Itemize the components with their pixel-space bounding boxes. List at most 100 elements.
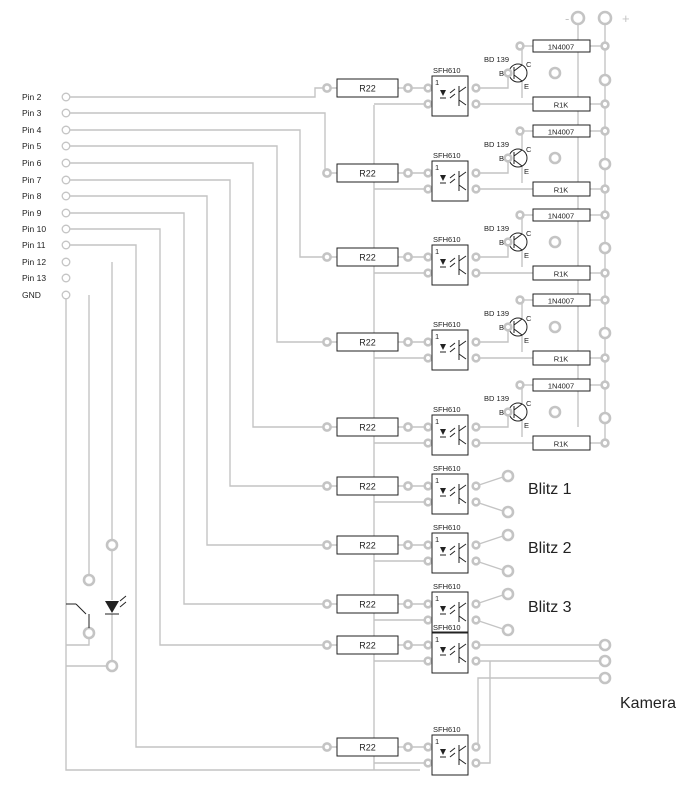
- opto-label: SFH610: [433, 320, 461, 329]
- flash-label: Blitz 1: [528, 481, 572, 498]
- opto-phototransistor: [458, 745, 467, 765]
- flash-wire: [475, 560, 507, 572]
- opto-pad: [423, 481, 433, 491]
- pin-terminal: [61, 175, 71, 185]
- resistor-label: R22: [359, 541, 376, 551]
- resistor-pad: [403, 83, 413, 93]
- opto-pad: [423, 422, 433, 432]
- flash-terminal: [501, 623, 515, 637]
- transistor-emitter-label: E: [524, 251, 529, 260]
- transistor-symbol: [513, 403, 523, 421]
- switch-pad: [82, 626, 96, 640]
- transistor-emitter-label: E: [524, 82, 529, 91]
- diode-pad: [600, 295, 610, 305]
- diode-pad: [600, 126, 610, 136]
- transistor-base-label: B: [499, 238, 504, 247]
- r1k-label: R1K: [554, 270, 569, 279]
- opto-arrows: [449, 88, 456, 99]
- opto-out-pad: [471, 640, 481, 650]
- resistor-pad: [322, 337, 332, 347]
- pin-terminal: [61, 108, 71, 118]
- opto-led: [440, 175, 446, 181]
- pin-label: Pin 10: [22, 224, 46, 234]
- pin-label: Pin 12: [22, 257, 46, 267]
- diode-pad: [515, 41, 525, 51]
- base-wire: [476, 412, 509, 428]
- diode-1n4007: [532, 39, 591, 53]
- negative-rail-terminal: [570, 10, 586, 26]
- base-wire: [476, 242, 509, 258]
- rail-pad: [598, 326, 612, 340]
- diode-1n4007: [532, 208, 591, 222]
- emitter-pad: [548, 405, 562, 419]
- opto-phototransistor: [458, 543, 467, 563]
- resistor-label: R22: [359, 84, 376, 94]
- opto-pad: [423, 556, 433, 566]
- emitter-pad: [548, 235, 562, 249]
- opto-out-pad: [471, 422, 481, 432]
- diode-label: 1N4007: [548, 128, 574, 137]
- resistor-label: R22: [359, 169, 376, 179]
- transistor-base-label: B: [499, 323, 504, 332]
- positive-rail-terminal: [597, 10, 613, 26]
- base-pad: [503, 322, 513, 332]
- pin-route: [70, 195, 327, 546]
- flash-wire: [475, 475, 507, 487]
- transistor-label: BD 139: [484, 394, 509, 403]
- transistor-symbol: [513, 318, 523, 336]
- resistor-pad: [403, 599, 413, 609]
- transistor-collector-label: C: [526, 399, 532, 408]
- opto-pin1: 1: [435, 163, 439, 172]
- pin-terminal: [61, 92, 71, 102]
- resistor-r1k: [532, 181, 591, 197]
- pin-label: Pin 5: [22, 141, 42, 151]
- diode-label: 1N4007: [548, 297, 574, 306]
- opto-label: SFH610: [433, 523, 461, 532]
- opto-led: [440, 749, 446, 755]
- transistor-symbol: [513, 149, 523, 167]
- opto-led: [440, 259, 446, 265]
- opto-label: SFH610: [433, 235, 461, 244]
- opto-phototransistor: [458, 255, 467, 275]
- opto-arrows: [449, 173, 456, 184]
- resistor-r1k: [532, 265, 591, 281]
- resistor-label: R22: [359, 743, 376, 753]
- opto-led: [440, 488, 446, 494]
- transistor-emitter-label: E: [524, 167, 529, 176]
- pin-terminal: [61, 240, 71, 250]
- r1k-label: R1K: [554, 440, 569, 449]
- resistor-pad: [322, 422, 332, 432]
- pin-label: Pin 4: [22, 125, 42, 135]
- opto-led: [440, 344, 446, 350]
- optocoupler: [431, 632, 469, 674]
- opto-out-pad: [471, 252, 481, 262]
- opto-phototransistor: [458, 484, 467, 504]
- optocoupler: [431, 244, 469, 286]
- resistor-pad: [322, 168, 332, 178]
- opto-out-pad: [471, 438, 481, 448]
- pin-terminal: [61, 273, 71, 283]
- base-pad: [503, 68, 513, 78]
- emitter-pad: [548, 66, 562, 80]
- opto-arrows: [449, 604, 456, 615]
- resistor-r22: [336, 737, 399, 757]
- opto-pad: [423, 99, 433, 109]
- opto-out-pad: [471, 353, 481, 363]
- resistor-pad: [322, 742, 332, 752]
- resistor-r22: [336, 247, 399, 267]
- opto-pad: [423, 758, 433, 768]
- led-triangle: [105, 601, 119, 613]
- transistor-label: BD 139: [484, 55, 509, 64]
- base-wire: [476, 327, 509, 343]
- flash-label: Blitz 3: [528, 599, 572, 616]
- opto-pin1: 1: [435, 78, 439, 87]
- optocoupler: [431, 329, 469, 371]
- optocoupler: [431, 75, 469, 117]
- opto-out-pad: [471, 656, 481, 666]
- resistor-r22: [336, 332, 399, 352]
- pin-terminal: [61, 125, 71, 135]
- resistor-label: R22: [359, 338, 376, 348]
- opto-pad: [423, 184, 433, 194]
- diode-label: 1N4007: [548, 212, 574, 221]
